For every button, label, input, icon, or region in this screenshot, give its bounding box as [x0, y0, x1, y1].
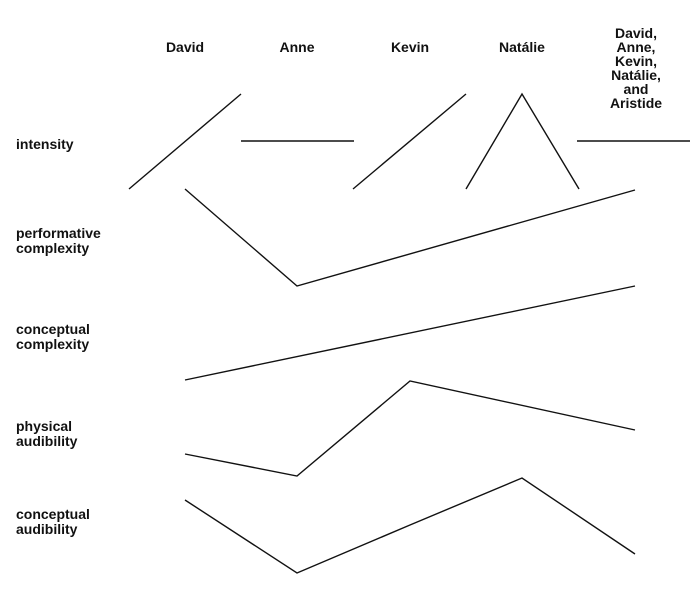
row-label-conceptual-complexity: conceptual complexity — [16, 321, 90, 352]
column-header-anne: Anne — [279, 39, 315, 55]
performative-complexity-line — [184, 188, 636, 287]
column-header-natalie: Natálie — [499, 39, 545, 55]
column-header-kevin: Kevin — [390, 39, 430, 55]
row-label-performative-complexity: performative complexity — [16, 225, 101, 256]
column-header-group: David, Anne, Kevin, Natálie, and Aristid… — [609, 25, 663, 111]
conceptual-audibility-line — [184, 477, 636, 574]
row-label-intensity: intensity — [16, 136, 74, 152]
row-label-conceptual-audibility: conceptual audibility — [16, 506, 90, 537]
column-header-david: David — [165, 39, 205, 55]
physical-audibility-line — [184, 380, 636, 477]
row-label-physical-audibility: physical audibility — [16, 418, 78, 449]
intensity-david-rising-line — [128, 93, 242, 190]
intensity-natalie-peak-line — [465, 92, 580, 190]
intensity-kevin-rising-line — [352, 93, 467, 190]
conceptual-complexity-line — [184, 285, 636, 381]
